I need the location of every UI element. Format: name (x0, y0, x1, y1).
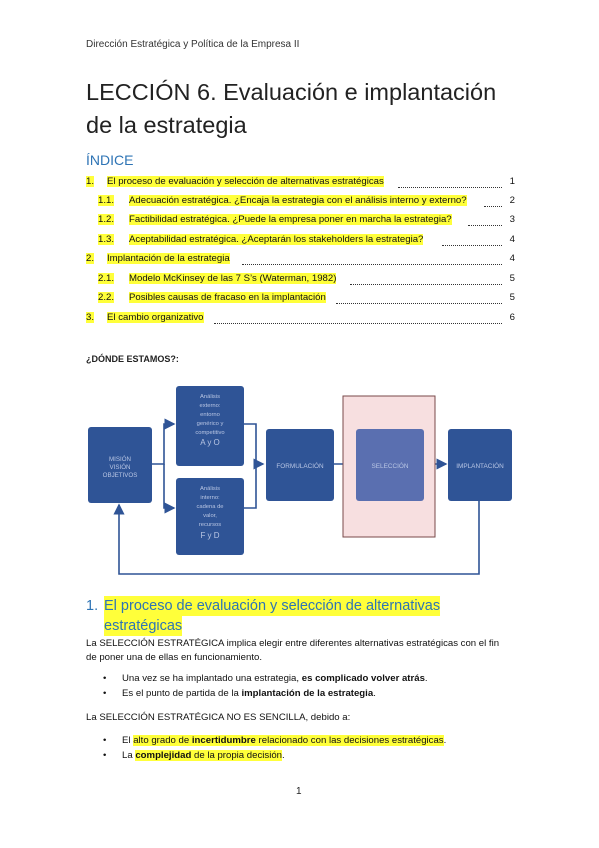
formulation-box (266, 429, 334, 501)
internal-label-5: recursos (199, 522, 221, 528)
mision-label-2: VISIÓN (110, 464, 131, 471)
list-item: • Una vez se ha implantado una estrategi… (103, 673, 428, 684)
external-label-5: competitivo (195, 430, 224, 436)
external-label-1: Análisis (200, 394, 220, 400)
implementation-box (448, 429, 512, 501)
selection-box (356, 429, 424, 501)
external-label-4: genérico y (197, 421, 224, 427)
list-item: • La complejidad de la propia decisión. (103, 750, 285, 761)
toc-heading: ÍNDICE (86, 152, 134, 168)
running-header: Dirección Estratégica y Política de la E… (86, 39, 300, 50)
internal-analysis-box (176, 478, 244, 555)
paragraph-1-line-1: La SELECCIÓN ESTRATÉGICA implica elegir … (86, 638, 500, 649)
external-label-2: externo: (200, 403, 221, 409)
internal-label-2: interno: (200, 495, 220, 501)
list-item: • El alto grado de incertidumbre relacio… (103, 735, 447, 746)
internal-label-3: cadena de (196, 504, 223, 510)
where-are-we-label: ¿DÓNDE ESTAMOS?: (86, 354, 179, 364)
strategy-process-diagram: MISIÓN VISIÓN OBJETIVOS Análisis externo… (88, 386, 512, 575)
selection-label: SELECCIÓN (372, 461, 409, 470)
paragraph-2: La SELECCIÓN ESTRATÉGICA NO ES SENCILLA,… (86, 712, 351, 723)
implementation-label: IMPLANTACIÓN (456, 461, 504, 470)
formulation-label: FORMULACIÓN (276, 461, 324, 470)
list-item: • Es el punto de partida de la implantac… (103, 688, 376, 699)
section-1-heading: 1. El proceso de evaluación y selección … (86, 596, 441, 636)
page-number: 1 (296, 786, 302, 797)
internal-label-4: valor, (203, 513, 217, 519)
internal-label-1: Análisis (200, 486, 220, 492)
external-code: A y O (200, 438, 220, 447)
external-label-3: entorno (200, 412, 220, 418)
mision-label-3: OBJETIVOS (103, 472, 138, 479)
mision-box (88, 427, 152, 503)
paragraph-1-line-2: de poner una de ellas en funcionamiento. (86, 652, 263, 663)
page-title: LECCIÓN 6. Evaluación e implantación de … (86, 79, 497, 138)
internal-code: F y D (200, 531, 219, 540)
external-analysis-box (176, 386, 244, 466)
toc: 1. El proceso de evaluación y selección … (86, 176, 515, 324)
mision-label-1: MISIÓN (109, 456, 131, 463)
